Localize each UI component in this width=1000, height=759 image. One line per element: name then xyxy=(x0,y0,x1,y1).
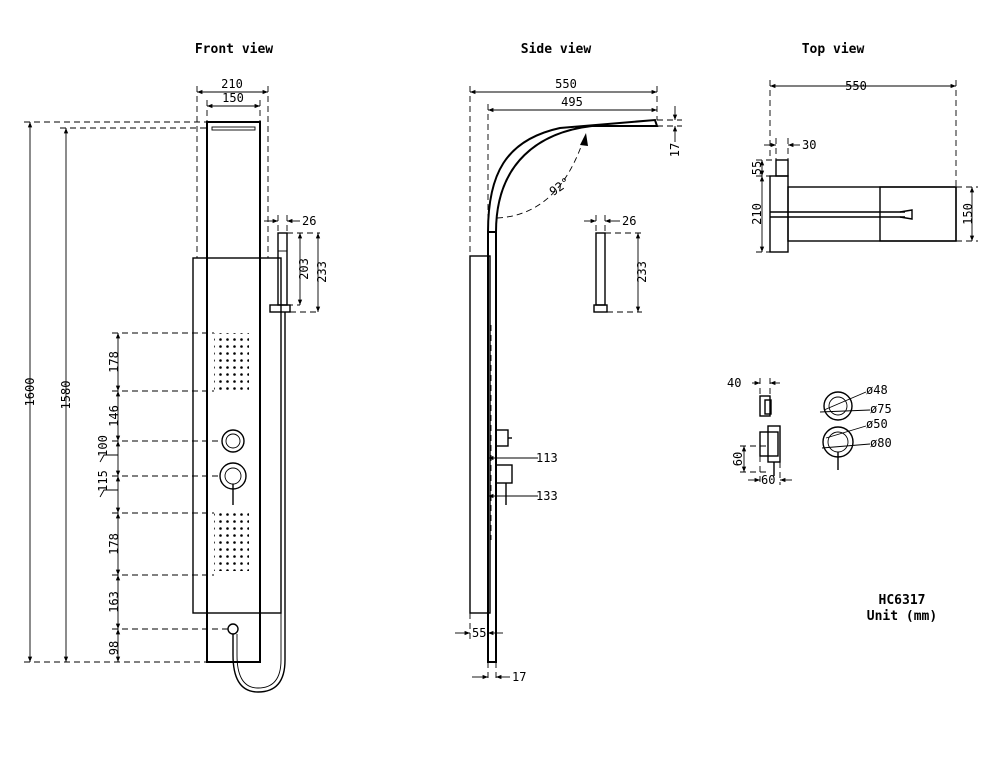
unit-label: Unit (mm) xyxy=(867,609,937,624)
dim-side-55: 55 xyxy=(472,626,486,640)
dim-top-150: 150 xyxy=(961,203,975,225)
hose-outer xyxy=(232,312,286,693)
dim-front-233: 233 xyxy=(315,261,329,283)
dim-front-178-bottom: 178 xyxy=(107,533,121,555)
dim-top-55: 55 xyxy=(750,161,764,175)
dim-front-203: 203 xyxy=(297,258,311,280)
front-head-slot xyxy=(211,126,256,131)
dim-front-163: 163 xyxy=(107,591,121,613)
top-view-title: Top view xyxy=(802,42,865,57)
top-arm xyxy=(787,186,957,242)
top-view: 550 30 55 210 150 xyxy=(750,79,978,253)
dim-side-17-top: 17 xyxy=(668,143,682,157)
dim-top-550: 550 xyxy=(845,79,867,93)
dim-side-233: 233 xyxy=(635,261,649,283)
dim-side-113: 113 xyxy=(536,451,558,465)
side-mixer-valve xyxy=(495,464,513,484)
dim-detail-60-vertical: 60 xyxy=(731,452,745,466)
dim-top-30: 30 xyxy=(802,138,816,152)
dim-front-100: 100 xyxy=(96,435,110,457)
dim-side-495: 495 xyxy=(561,95,583,109)
dim-detail-dia75: ø75 xyxy=(870,402,892,416)
dim-detail-60-horizontal: 60 xyxy=(761,473,775,487)
side-main-column xyxy=(487,231,497,663)
dim-side-550: 550 xyxy=(555,77,577,91)
dim-front-210: 210 xyxy=(221,77,243,91)
dim-side-17-bottom: 17 xyxy=(512,670,526,684)
detail-diverter-front xyxy=(823,391,853,421)
front-view: 210 150 26 203 233 1600 1580 178 146 178… xyxy=(23,77,329,693)
detail-mixer-side xyxy=(759,431,779,457)
dim-detail-dia80: ø80 xyxy=(870,436,892,450)
dim-detail-dia50: ø50 xyxy=(866,417,888,431)
dim-side-26: 26 xyxy=(622,214,636,228)
diverter-knob xyxy=(221,429,245,453)
dim-top-210: 210 xyxy=(750,203,764,225)
dim-front-26: 26 xyxy=(302,214,316,228)
dim-detail-40: 40 xyxy=(727,376,741,390)
side-hand-shower xyxy=(595,232,606,306)
dim-front-115: 115 xyxy=(96,470,110,492)
front-view-title: Front view xyxy=(195,42,273,57)
front-main-panel xyxy=(206,121,261,663)
front-nozzles-bottom xyxy=(214,513,249,571)
top-wall-plate xyxy=(769,175,789,253)
front-nozzles-top xyxy=(214,333,249,391)
dim-front-150: 150 xyxy=(222,91,244,105)
hose-outlet xyxy=(227,623,239,635)
dim-front-1580: 1580 xyxy=(59,381,73,410)
dim-front-178-top: 178 xyxy=(107,351,121,373)
hand-shower-holder xyxy=(269,304,291,313)
detail-diverter-side xyxy=(759,395,771,417)
dim-detail-dia48: ø48 xyxy=(866,383,888,397)
dim-front-98: 98 xyxy=(107,641,121,655)
side-diverter-valve xyxy=(495,429,509,447)
dim-front-1600: 1600 xyxy=(23,378,37,407)
dim-side-133: 133 xyxy=(536,489,558,503)
side-back-plate xyxy=(469,255,491,614)
control-details: 40 60 60 ø48 ø75 ø50 ø80 xyxy=(727,376,892,487)
side-view-title: Side view xyxy=(521,42,592,57)
dim-front-146: 146 xyxy=(107,405,121,427)
top-head xyxy=(879,186,957,242)
side-view: 92° 550 495 17 26 233 113 133 xyxy=(455,77,682,684)
hand-shower xyxy=(277,232,288,306)
model-code: HC6317 xyxy=(879,593,926,608)
dim-side-92deg: 92° xyxy=(547,175,573,199)
